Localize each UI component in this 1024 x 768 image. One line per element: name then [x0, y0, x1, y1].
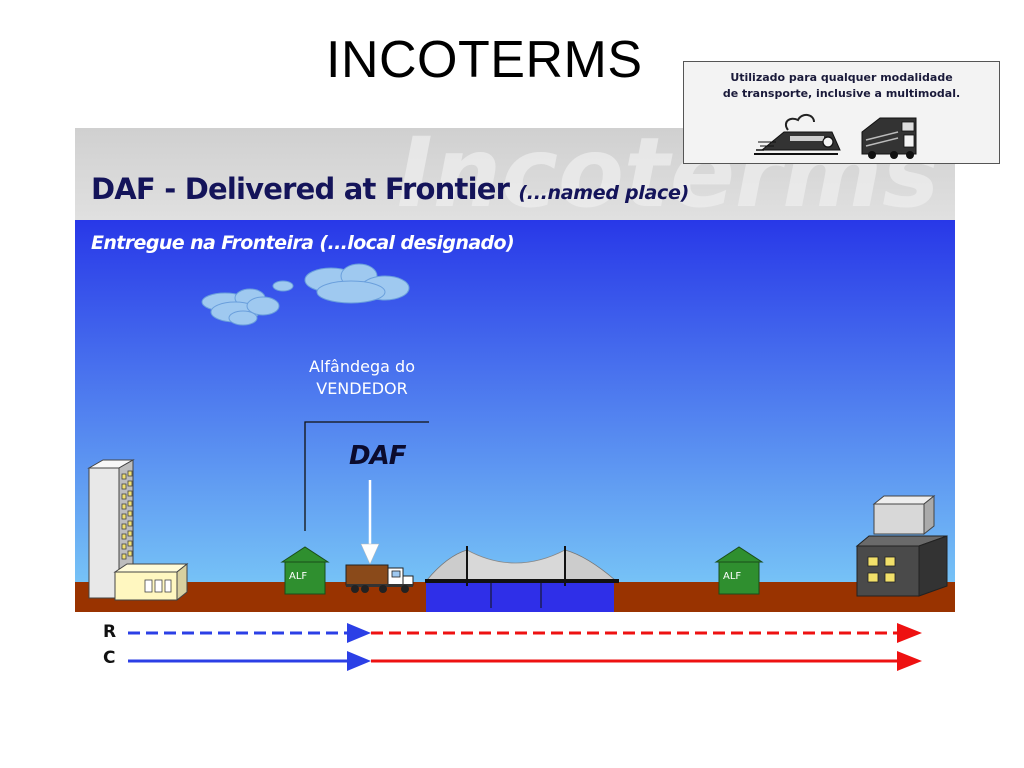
daf-delivery-arrow — [360, 480, 380, 565]
transport-modes-line1: Utilizado para qualquer modalidade — [730, 71, 953, 84]
diagram-title: DAF - Delivered at Frontier (...named pl… — [91, 172, 689, 206]
seller-customs-label: Alfândega do VENDEDOR — [297, 356, 427, 400]
buyer-building — [855, 494, 948, 597]
truck-icon — [861, 117, 917, 159]
seller-buildings — [87, 459, 189, 602]
buyer-customs-house-label: ALF — [723, 571, 742, 582]
seller-customs-house-label: ALF — [289, 571, 308, 582]
transport-modes-text: Utilizado para qualquer modalidade de tr… — [684, 70, 999, 102]
risk-line — [128, 623, 922, 643]
buyer-customs-house — [714, 546, 764, 595]
diagram-background: Incoterms — [75, 128, 955, 612]
diagram-subtitle: Entregue na Fronteira (...local designad… — [91, 232, 515, 254]
seller-customs-label-line1: Alfândega do — [309, 357, 415, 376]
bridge — [425, 546, 619, 608]
delivery-point-label: DAF — [349, 441, 406, 471]
transport-icons — [754, 114, 917, 159]
transport-modes-box: Utilizado para qualquer modalidade de tr… — [683, 61, 1000, 164]
clouds — [201, 263, 410, 326]
slide-title: INCOTERMS — [326, 31, 643, 89]
legend-cost-label: C — [103, 648, 116, 668]
truck — [345, 564, 414, 593]
river — [426, 582, 614, 612]
diagram-title-main: DAF - Delivered at Frontier — [91, 172, 510, 206]
daf-diagram: Incoterms — [75, 128, 955, 612]
diagram-title-suffix: (...named place) — [518, 182, 689, 204]
seller-customs-label-line2: VENDEDOR — [316, 379, 408, 398]
cost-line — [128, 651, 922, 671]
transport-modes-line2: de transporte, inclusive a multimodal. — [722, 87, 961, 100]
seller-customs-house — [280, 421, 429, 595]
sky — [75, 220, 955, 582]
train-icon — [754, 114, 841, 155]
legend-risk-label: R — [103, 622, 117, 642]
